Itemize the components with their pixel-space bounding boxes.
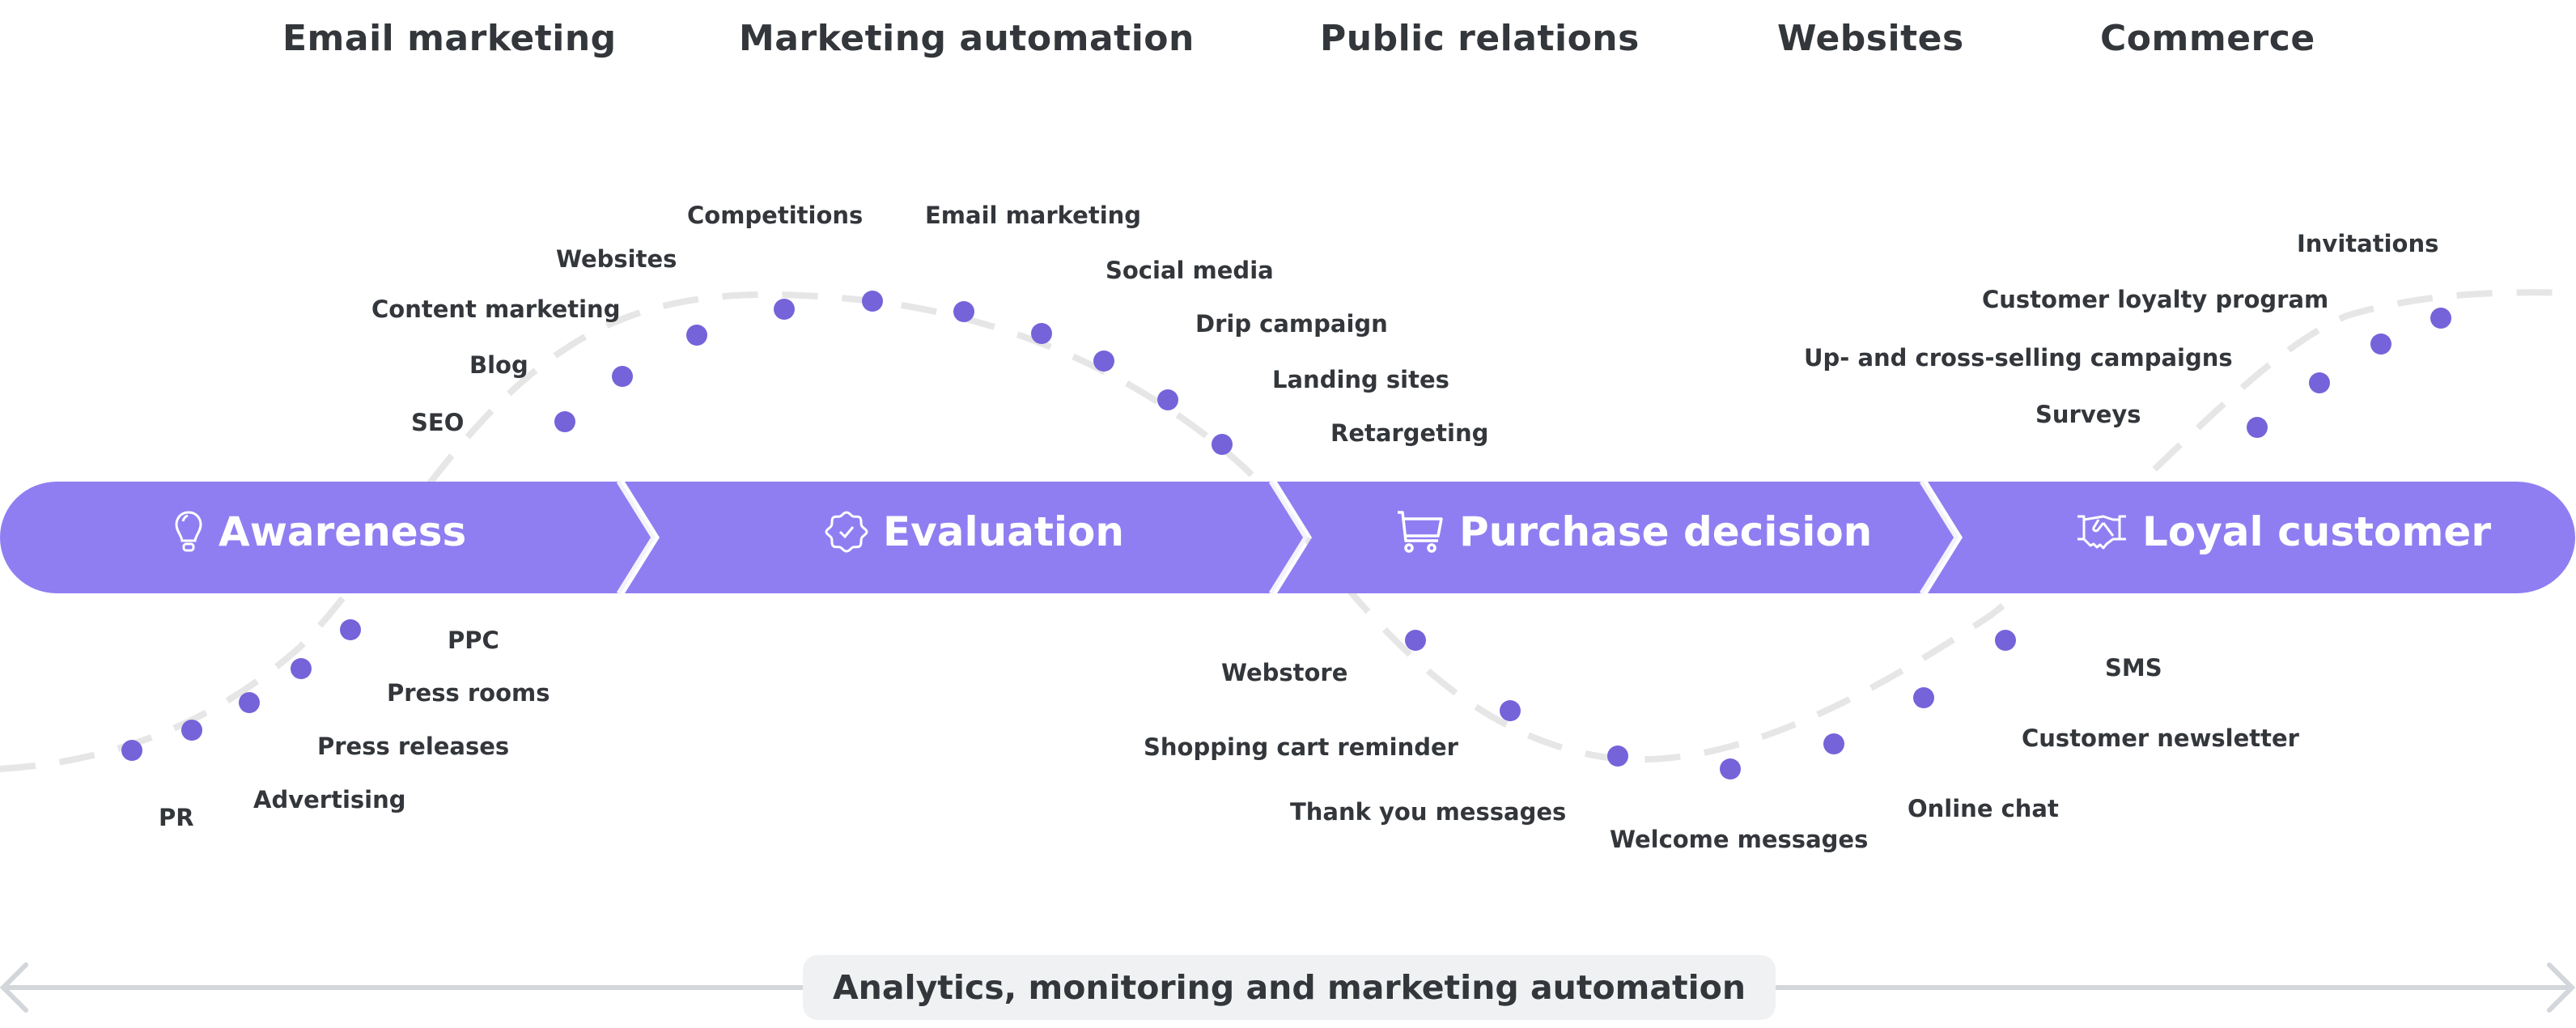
dot-thank-you-messages xyxy=(1607,746,1628,767)
stage-evaluation-label: Evaluation xyxy=(825,508,1124,555)
stage-purchase-decision-text: Purchase decision xyxy=(1459,508,1873,555)
dot-ppc xyxy=(340,619,361,640)
journey-curve xyxy=(0,289,2576,772)
touchpoint-welcome-messages: Welcome messages xyxy=(1610,826,1869,853)
stage-evaluation-text: Evaluation xyxy=(883,508,1124,555)
dot-shopping-cart-reminder xyxy=(1500,700,1521,721)
dot-online-chat xyxy=(1823,733,1844,754)
category-commerce: Commerce xyxy=(2100,18,2315,59)
touchpoint-customer-loyalty-program: Customer loyalty program xyxy=(1982,286,2329,313)
dot-press-rooms xyxy=(291,658,312,679)
touchpoint-drip-campaign: Drip campaign xyxy=(1195,310,1388,338)
dot-seo xyxy=(554,411,575,432)
touchpoint-email-marketing: Email marketing xyxy=(925,202,1142,229)
arrow-right-head xyxy=(2547,962,2576,1013)
touchpoint-thank-you-messages: Thank you messages xyxy=(1290,798,1567,826)
category-websites: Websites xyxy=(1777,18,1964,59)
stage-awareness[interactable] xyxy=(0,482,653,593)
dot-advertising xyxy=(181,720,202,741)
dot-webstore xyxy=(1405,630,1426,651)
touchpoint-dots xyxy=(121,291,2451,779)
dot-customer-newsletter xyxy=(1913,687,1934,708)
touchpoint-press-releases: Press releases xyxy=(317,733,510,760)
touchpoint-online-chat: Online chat xyxy=(1908,795,2059,822)
chevron-separator xyxy=(616,480,656,595)
touchpoint-invitations: Invitations xyxy=(2297,230,2439,257)
analytics-banner-text: Analytics, monitoring and marketing auto… xyxy=(832,968,1746,1007)
dot-content-marketing xyxy=(686,325,707,346)
dot-sms xyxy=(1995,630,2016,651)
touchpoint-websites: Websites xyxy=(556,245,677,273)
chevron-separator xyxy=(1268,480,1308,595)
arrow-left-head xyxy=(0,962,28,1013)
touchpoint-competitions: Competitions xyxy=(687,202,864,229)
category-public-relations: Public relations xyxy=(1320,18,1640,59)
dot-drip-campaign xyxy=(1093,350,1114,372)
touchpoint-sms: SMS xyxy=(2105,654,2162,682)
dot-websites xyxy=(774,299,795,320)
analytics-banner: Analytics, monitoring and marketing auto… xyxy=(803,955,1776,1020)
handshake-icon xyxy=(2077,515,2126,550)
stage-loyal-customer-text: Loyal customer xyxy=(2142,508,2492,555)
chevron-separator xyxy=(1919,480,1959,595)
dot-invitations xyxy=(2430,308,2451,329)
stage-purchase-decision[interactable] xyxy=(1277,482,1956,593)
shopping-cart-icon xyxy=(1398,511,1443,553)
touchpoint-press-rooms: Press rooms xyxy=(387,679,550,707)
touchpoint-webstore: Webstore xyxy=(1221,659,1348,686)
stage-purchase-decision-label: Purchase decision xyxy=(1396,508,1872,555)
dot-retargeting xyxy=(1212,434,1233,455)
dot-landing-sites xyxy=(1157,389,1178,410)
touchpoint-content-marketing: Content marketing xyxy=(371,295,621,323)
verified-badge-icon xyxy=(825,511,868,553)
touchpoint-customer-newsletter: Customer newsletter xyxy=(2022,724,2299,752)
dot-press-releases xyxy=(239,692,260,713)
touchpoint-retargeting: Retargeting xyxy=(1330,419,1489,447)
touchpoint-blog: Blog xyxy=(469,351,528,379)
stage-loyal-customer[interactable] xyxy=(1928,482,2575,593)
dot-welcome-messages xyxy=(1720,758,1741,779)
stage-evaluation[interactable] xyxy=(625,482,1305,593)
category-email-marketing: Email marketing xyxy=(282,18,617,59)
stage-loyal-customer-label: Loyal customer xyxy=(2076,508,2491,555)
dot-blog xyxy=(612,366,633,387)
stage-awareness-label: Awareness xyxy=(173,508,466,555)
touchpoint-social-media: Social media xyxy=(1106,257,1274,284)
touchpoint-shopping-cart-reminder: Shopping cart reminder xyxy=(1144,733,1458,761)
dot-up-cross-selling xyxy=(2309,372,2330,393)
touchpoint-up-cross-selling: Up- and cross-selling campaigns xyxy=(1804,344,2233,372)
dot-surveys xyxy=(2247,417,2268,438)
stage-awareness-text: Awareness xyxy=(219,508,467,555)
touchpoint-advertising: Advertising xyxy=(253,786,406,813)
touchpoint-seo: SEO xyxy=(411,409,465,436)
dot-customer-loyalty-program xyxy=(2370,333,2391,355)
dot-email-marketing xyxy=(953,301,974,322)
lightbulb-icon xyxy=(175,511,202,552)
stage-band xyxy=(0,480,2575,595)
touchpoint-surveys: Surveys xyxy=(2035,401,2141,428)
touchpoint-pr: PR xyxy=(159,804,194,831)
dot-pr xyxy=(121,740,142,761)
dot-competitions xyxy=(862,291,883,312)
touchpoint-ppc: PPC xyxy=(448,627,499,654)
touchpoint-landing-sites: Landing sites xyxy=(1272,366,1449,393)
category-marketing-automation: Marketing automation xyxy=(739,18,1195,59)
dot-social-media xyxy=(1031,323,1052,344)
